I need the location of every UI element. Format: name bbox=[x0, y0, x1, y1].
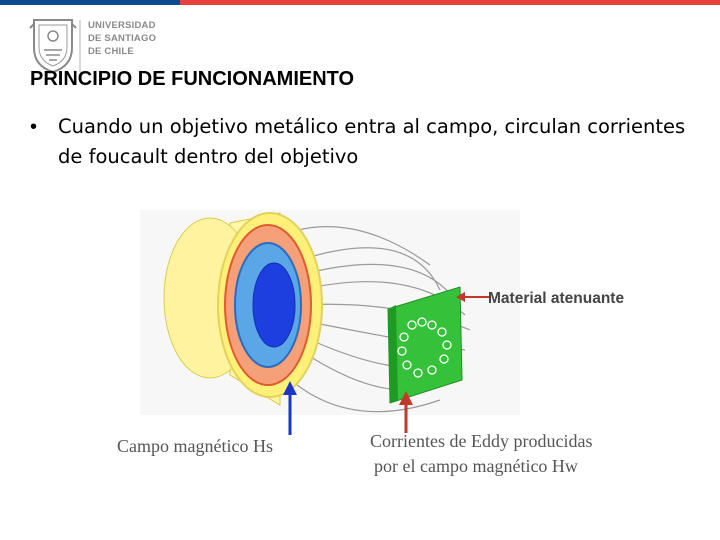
university-name: UNIVERSIDAD DE SANTIAGO DE CHILE bbox=[88, 19, 178, 58]
coil-core bbox=[252, 262, 296, 348]
university-crest-icon bbox=[29, 19, 81, 74]
eddy-current-diagram bbox=[140, 210, 520, 435]
bullet-item: • Cuando un objetivo metálico entra al c… bbox=[30, 112, 700, 172]
header-accent-red bbox=[180, 0, 720, 5]
bullet-text: Cuando un objetivo metálico entra al cam… bbox=[58, 115, 686, 168]
header-accent-blue bbox=[0, 0, 180, 5]
label-campo-magnetico: Campo magnético Hs bbox=[117, 436, 273, 456]
bullet-dot-icon: • bbox=[30, 116, 38, 138]
eddy-current-loops bbox=[397, 317, 452, 378]
logo-line-1: UNIVERSIDAD bbox=[88, 20, 156, 31]
logo-line-3: DE CHILE bbox=[88, 46, 134, 57]
slide-title: PRINCIPIO DE FUNCIONAMIENTO bbox=[30, 68, 355, 90]
label-material-atenuante: Material atenuante bbox=[488, 290, 625, 307]
label-corrientes-line-2: por el campo magnético Hw bbox=[374, 456, 578, 476]
label-corrientes-line-1: Corrientes de Eddy producidas bbox=[370, 431, 593, 451]
logo-line-2: DE SANTIAGO bbox=[88, 33, 157, 44]
